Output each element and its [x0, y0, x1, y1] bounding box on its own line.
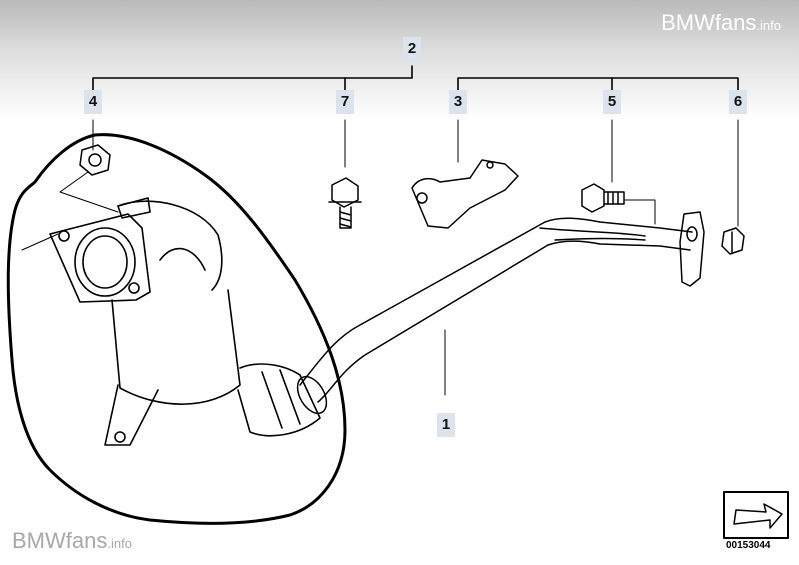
callout-3[interactable]: 3 — [449, 90, 467, 114]
bolt-part-5 — [581, 183, 625, 213]
pipe-flange — [679, 211, 705, 287]
watermark-bottom: BMWfans.info — [12, 528, 132, 554]
watermark-top: BMWfans.info — [661, 10, 781, 36]
highlight-outline — [6, 133, 347, 525]
nut-part-4 — [79, 144, 111, 176]
watermark-brand: BMWfans — [12, 528, 108, 553]
group-bracket-left — [92, 65, 413, 93]
callout-6[interactable]: 6 — [729, 90, 747, 114]
watermark-suffix: .info — [756, 18, 781, 33]
bracket-part-3 — [411, 159, 519, 229]
catalytic-converter — [49, 197, 321, 446]
callout-7[interactable]: 7 — [336, 90, 354, 114]
callout-2[interactable]: 2 — [403, 37, 421, 61]
watermark-suffix: .info — [107, 536, 132, 551]
front-pipe — [296, 217, 693, 415]
callout-5[interactable]: 5 — [603, 90, 621, 114]
leader-lines — [21, 119, 739, 396]
group-bracket-right — [457, 77, 739, 93]
callout-4[interactable]: 4 — [84, 90, 102, 114]
diagram-id-symbol — [723, 491, 789, 539]
bolt-part-7 — [328, 177, 362, 229]
callout-1[interactable]: 1 — [437, 413, 455, 437]
watermark-brand: BMWfans — [661, 10, 757, 35]
nut-part-6 — [721, 227, 745, 255]
diagram-id: 00153044 — [726, 540, 771, 551]
header-gradient — [0, 0, 799, 120]
